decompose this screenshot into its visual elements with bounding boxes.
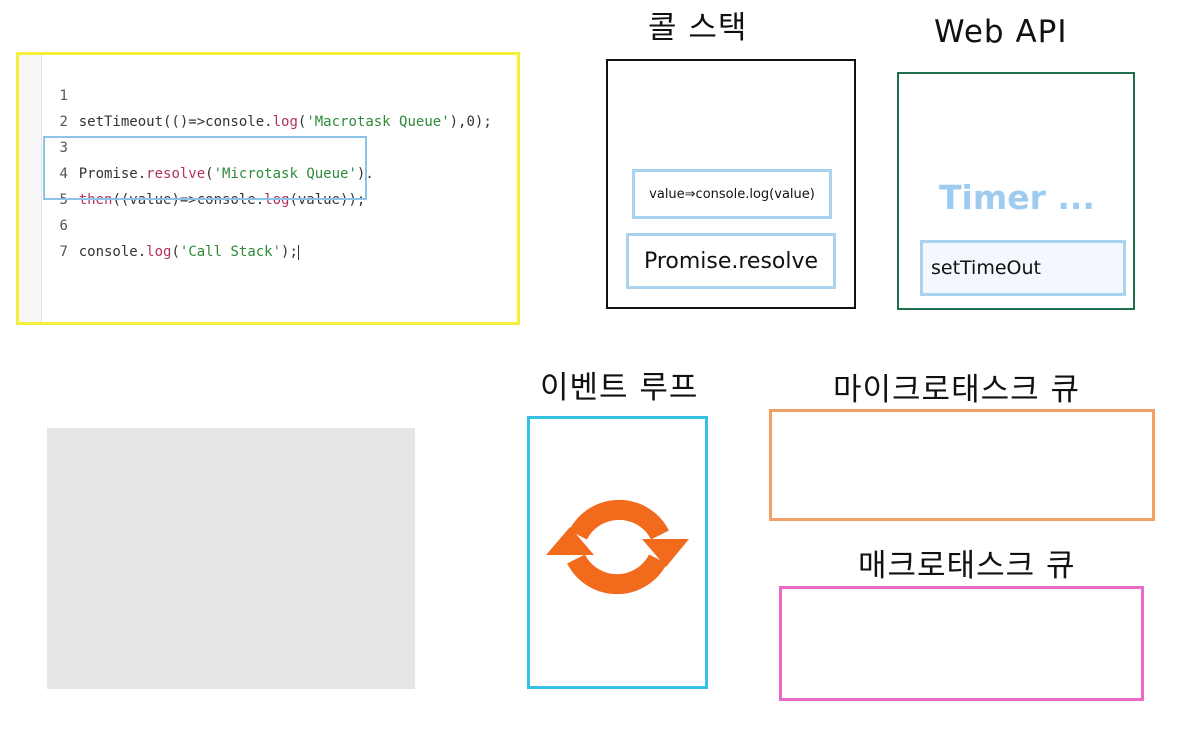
code-line-6: 6	[19, 193, 79, 234]
text-caret	[297, 244, 299, 260]
call-stack-box: value⇒console.log(value) Promise.resolve	[606, 59, 856, 309]
code-text: Promise.resolve('Microtask Queue').	[78, 166, 374, 182]
line-number-gutter	[19, 55, 42, 322]
timer-label: Timer ...	[939, 178, 1095, 217]
line-number: 6	[59, 218, 68, 234]
code-text: console.log('Call Stack');	[78, 244, 298, 260]
line-number: 1	[59, 88, 68, 104]
line-number: 5	[59, 192, 68, 208]
macrotask-queue-box	[779, 586, 1144, 701]
line-number: 2	[59, 114, 68, 130]
code-text: setTimeout(()=>console.log('Macrotask Qu…	[78, 114, 492, 130]
code-editor[interactable]: 1 2 setTimeout(()=>console.log('Macrotask…	[16, 52, 520, 325]
call-stack-title: 콜 스택	[648, 10, 748, 46]
code-line-5: 5 then((value)=>console.log(value));	[19, 167, 366, 208]
web-api-item-settimeout: setTimeOut	[920, 240, 1126, 296]
code-line-7: 7 console.log('Call Stack');	[19, 219, 299, 260]
line-number: 4	[59, 166, 68, 182]
console-output-panel	[47, 428, 415, 689]
code-line-3: 3	[19, 115, 79, 156]
microtask-queue-title: 마이크로태스크 큐	[833, 372, 1081, 408]
macrotask-queue-title: 매크로태스크 큐	[858, 548, 1076, 584]
line-number: 7	[59, 244, 68, 260]
refresh-cycle-icon	[546, 499, 689, 595]
code-line-2: 2 setTimeout(()=>console.log('Macrotask Q…	[19, 89, 492, 130]
event-loop-box	[527, 416, 708, 689]
stack-frame-callback: value⇒console.log(value)	[632, 169, 832, 219]
code-line-1: 1	[19, 63, 79, 104]
microtask-queue-box	[769, 409, 1155, 521]
promise-code-highlight	[43, 136, 367, 200]
line-number: 3	[59, 140, 68, 156]
stack-frame-promise-resolve: Promise.resolve	[626, 233, 836, 289]
web-api-box: Timer ... setTimeOut	[897, 72, 1135, 310]
code-text: then((value)=>console.log(value));	[78, 192, 366, 208]
event-loop-title: 이벤트 루프	[540, 370, 699, 406]
web-api-title: Web API	[934, 14, 1068, 50]
code-line-4: 4 Promise.resolve('Microtask Queue').	[19, 141, 374, 182]
